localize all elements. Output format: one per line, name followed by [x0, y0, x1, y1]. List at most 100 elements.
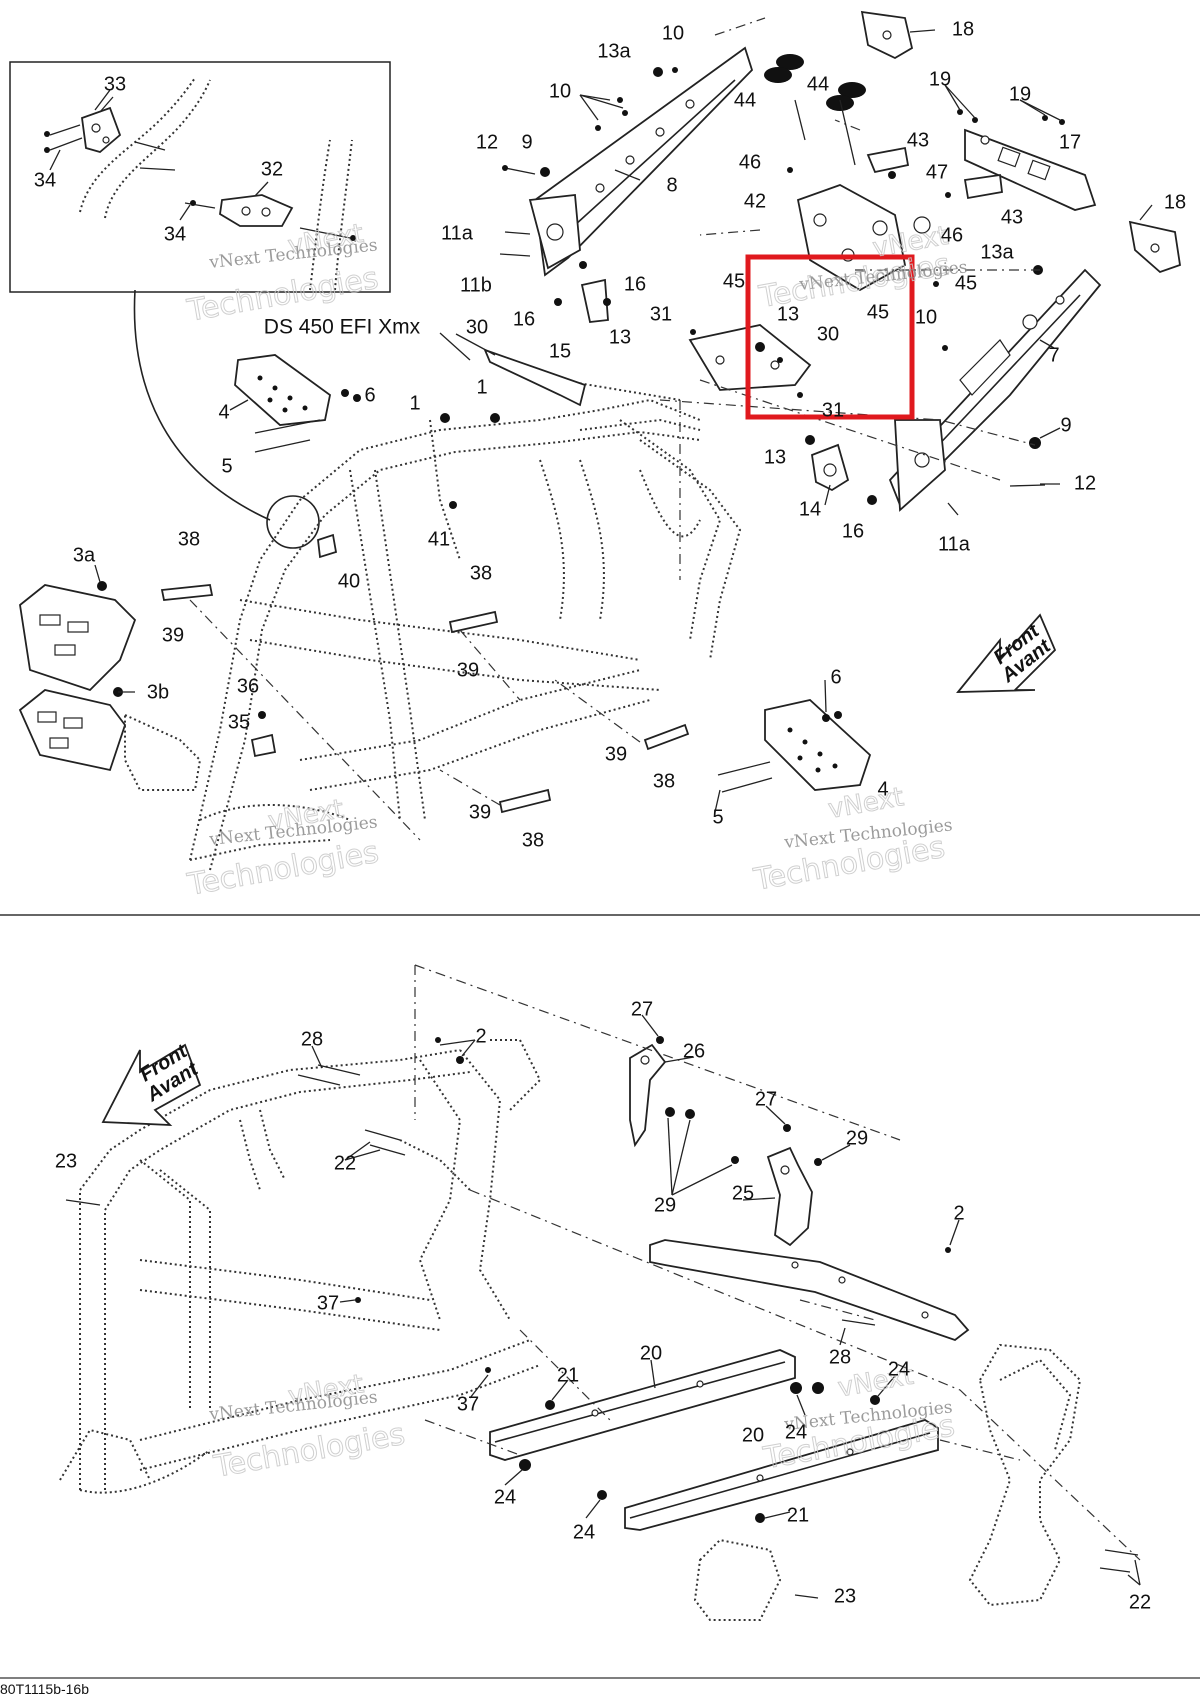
- callout-label: 27: [755, 1088, 777, 1110]
- callout-label: 14: [799, 498, 821, 520]
- clamps-38-39: [160, 584, 690, 814]
- callout-label: 45: [867, 301, 889, 323]
- callout-label: 2: [475, 1025, 486, 1047]
- callout-label: 15: [549, 340, 571, 362]
- callout-label: 29: [846, 1127, 868, 1149]
- callout-label: 42: [744, 190, 766, 212]
- callout-label: 13a: [980, 241, 1014, 263]
- callout-label: 21: [557, 1364, 579, 1386]
- callout-label: 24: [494, 1486, 516, 1508]
- footer-code: 80T1115b-16b: [0, 1681, 89, 1697]
- callout-label: 38: [178, 528, 200, 550]
- callout-label: DS 450 EFI Xmx: [264, 316, 421, 339]
- callout-label: 24: [888, 1358, 910, 1380]
- callout-label: 34: [164, 223, 186, 245]
- callout-label: 45: [955, 272, 977, 294]
- callout-label: 30: [817, 323, 839, 345]
- part-4-footrest-right: [764, 699, 872, 791]
- callout-label: 4: [877, 778, 888, 800]
- callout-label: 7: [1048, 344, 1059, 366]
- callout-label: 41: [428, 528, 450, 550]
- callout-label: 10: [549, 80, 571, 102]
- callout-label: 22: [334, 1152, 356, 1174]
- part-2-bar: [649, 1239, 970, 1342]
- callout-label: 40: [338, 570, 360, 592]
- callout-label: 44: [734, 89, 756, 111]
- callout-label: 1: [409, 392, 420, 414]
- front-arrow-bottom: Front Avant: [101, 1040, 203, 1127]
- callout-label: 6: [364, 384, 375, 406]
- callout-label: 9: [1060, 414, 1071, 436]
- callout-label: 46: [739, 151, 761, 173]
- callout-label: 37: [317, 1292, 339, 1314]
- callout-label: 26: [683, 1040, 705, 1062]
- part-20-rail-upper: [489, 1349, 796, 1461]
- callout-label: 23: [834, 1585, 856, 1607]
- callout-label: 13: [777, 303, 799, 325]
- callout-label: 34: [34, 169, 56, 191]
- callout-label: 23: [55, 1150, 77, 1172]
- callout-label: 30: [466, 316, 488, 338]
- watermark-brand-5b: Technologies: [211, 1417, 408, 1485]
- callout-label: 25: [732, 1182, 754, 1204]
- callout-label: 31: [650, 303, 672, 325]
- callout-label: 38: [470, 562, 492, 584]
- callout-label: 43: [1001, 206, 1023, 228]
- callout-label: 1: [476, 376, 487, 398]
- callout-label: 11a: [441, 222, 474, 244]
- part-3b-plate: [18, 689, 127, 772]
- part-7-bar: [888, 268, 1102, 512]
- callout-label: 47: [926, 161, 948, 183]
- callout-label: 11a: [938, 533, 971, 555]
- callout-label: 12: [1074, 472, 1096, 494]
- callout-label: 20: [640, 1342, 662, 1364]
- highlight-box: [745, 254, 915, 420]
- part-44-caps: [764, 54, 866, 111]
- part-4-footrest-left: [234, 354, 331, 426]
- callout-label: 16: [842, 520, 864, 542]
- callout-label: 37: [457, 1393, 479, 1415]
- callout-label: 24: [573, 1521, 595, 1543]
- frame-piece-right: [968, 1343, 1082, 1607]
- callout-label: 45: [723, 270, 745, 292]
- callout-label: 3a: [73, 544, 96, 566]
- watermark-brand-4: vNext: [826, 782, 906, 825]
- callout-label: 12: [476, 131, 498, 153]
- callout-label: 28: [301, 1028, 323, 1050]
- callout-label: 5: [712, 806, 723, 828]
- leaders-bottom: [311, 1014, 1141, 1586]
- callout-label: 44: [807, 73, 829, 95]
- part-3a-plate: [19, 584, 137, 692]
- inset-detail: [9, 61, 391, 293]
- part-17-rack: [964, 128, 1097, 211]
- part-8-bar: [528, 46, 754, 277]
- callout-label: 39: [605, 743, 627, 765]
- callout-label: 6: [830, 666, 841, 688]
- callout-label: 33: [104, 73, 126, 95]
- callout-label: 13a: [597, 40, 631, 62]
- callout-label: 16: [513, 308, 535, 330]
- leaders-top: [94, 29, 1153, 813]
- callout-label: 35: [228, 711, 250, 733]
- callout-label: 36: [237, 675, 259, 697]
- callout-label: 31: [822, 399, 844, 421]
- callout-label: 38: [653, 770, 675, 792]
- callout-label: 22: [1129, 1591, 1151, 1613]
- callout-label: 13: [764, 446, 786, 468]
- callout-label: 46: [941, 224, 963, 246]
- main-frame-top: [189, 379, 742, 871]
- main-frame-bottom: [59, 1039, 542, 1494]
- fasteners-bottom: [65, 1036, 1139, 1599]
- part-18-bracket-top: [860, 10, 914, 60]
- callout-label: 2: [953, 1202, 964, 1224]
- callout-label: 9: [521, 131, 532, 153]
- callout-label: 24: [785, 1421, 807, 1443]
- callout-label: 11b: [460, 274, 492, 296]
- callout-label: 13: [609, 326, 631, 348]
- part-42-mount: [796, 184, 931, 292]
- callout-label: 10: [915, 306, 937, 328]
- callout-label: 38: [522, 829, 544, 851]
- callout-label: 28: [829, 1346, 851, 1368]
